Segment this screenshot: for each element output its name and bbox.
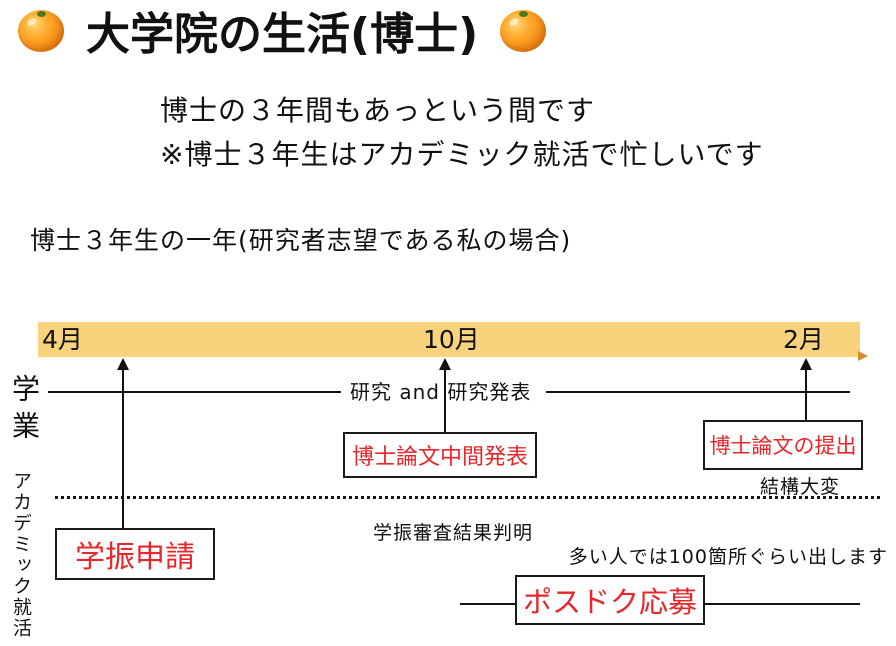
arrow-gakushin-application [117, 358, 129, 528]
section-heading: 博士３年生の一年(研究者志望である私の場合) [30, 226, 572, 255]
event-box-thesis-submission: 博士論文の提出 [703, 420, 863, 470]
event-label: ポスドク応募 [522, 585, 697, 619]
timeline-arrowhead [858, 351, 868, 361]
note-thesis-difficulty: 結構大変 [760, 476, 841, 498]
research-track-label: 研究 and 研究発表 [350, 380, 532, 404]
event-label: 博士論文中間発表 [351, 445, 528, 470]
event-box-midterm-presentation: 博士論文中間発表 [343, 432, 537, 478]
note-postdoc-applications: 多い人では100箇所ぐらい出します [568, 546, 888, 568]
lane-divider [55, 496, 880, 499]
lane-label-job-hunting: アカデミック就活 [10, 471, 32, 639]
event-box-postdoc-application: ポスドク応募 [515, 575, 705, 625]
month-label-october: 10月 [423, 325, 480, 354]
arrow-midterm-presentation [439, 358, 451, 432]
lane-label-academic: 学業 [8, 374, 41, 448]
event-label: 博士論文の提出 [709, 434, 857, 458]
month-label-april: 4月 [42, 325, 83, 354]
timeline-bar [38, 322, 860, 357]
note-gakushin-result: 学振審査結果判明 [373, 522, 534, 544]
event-box-gakushin-application: 学振申請 [55, 528, 215, 580]
slide-title: 大学院の生活(博士) [86, 9, 479, 60]
intro-line: 博士の３年間もあっという間です [160, 94, 596, 127]
orange-icon [500, 10, 546, 52]
intro-line: ※博士３年生はアカデミック就活で忙しいです [160, 138, 764, 171]
arrow-thesis-submission [800, 358, 812, 420]
orange-icon [18, 10, 64, 52]
event-label: 学振申請 [75, 540, 195, 575]
month-label-february: 2月 [783, 325, 824, 354]
